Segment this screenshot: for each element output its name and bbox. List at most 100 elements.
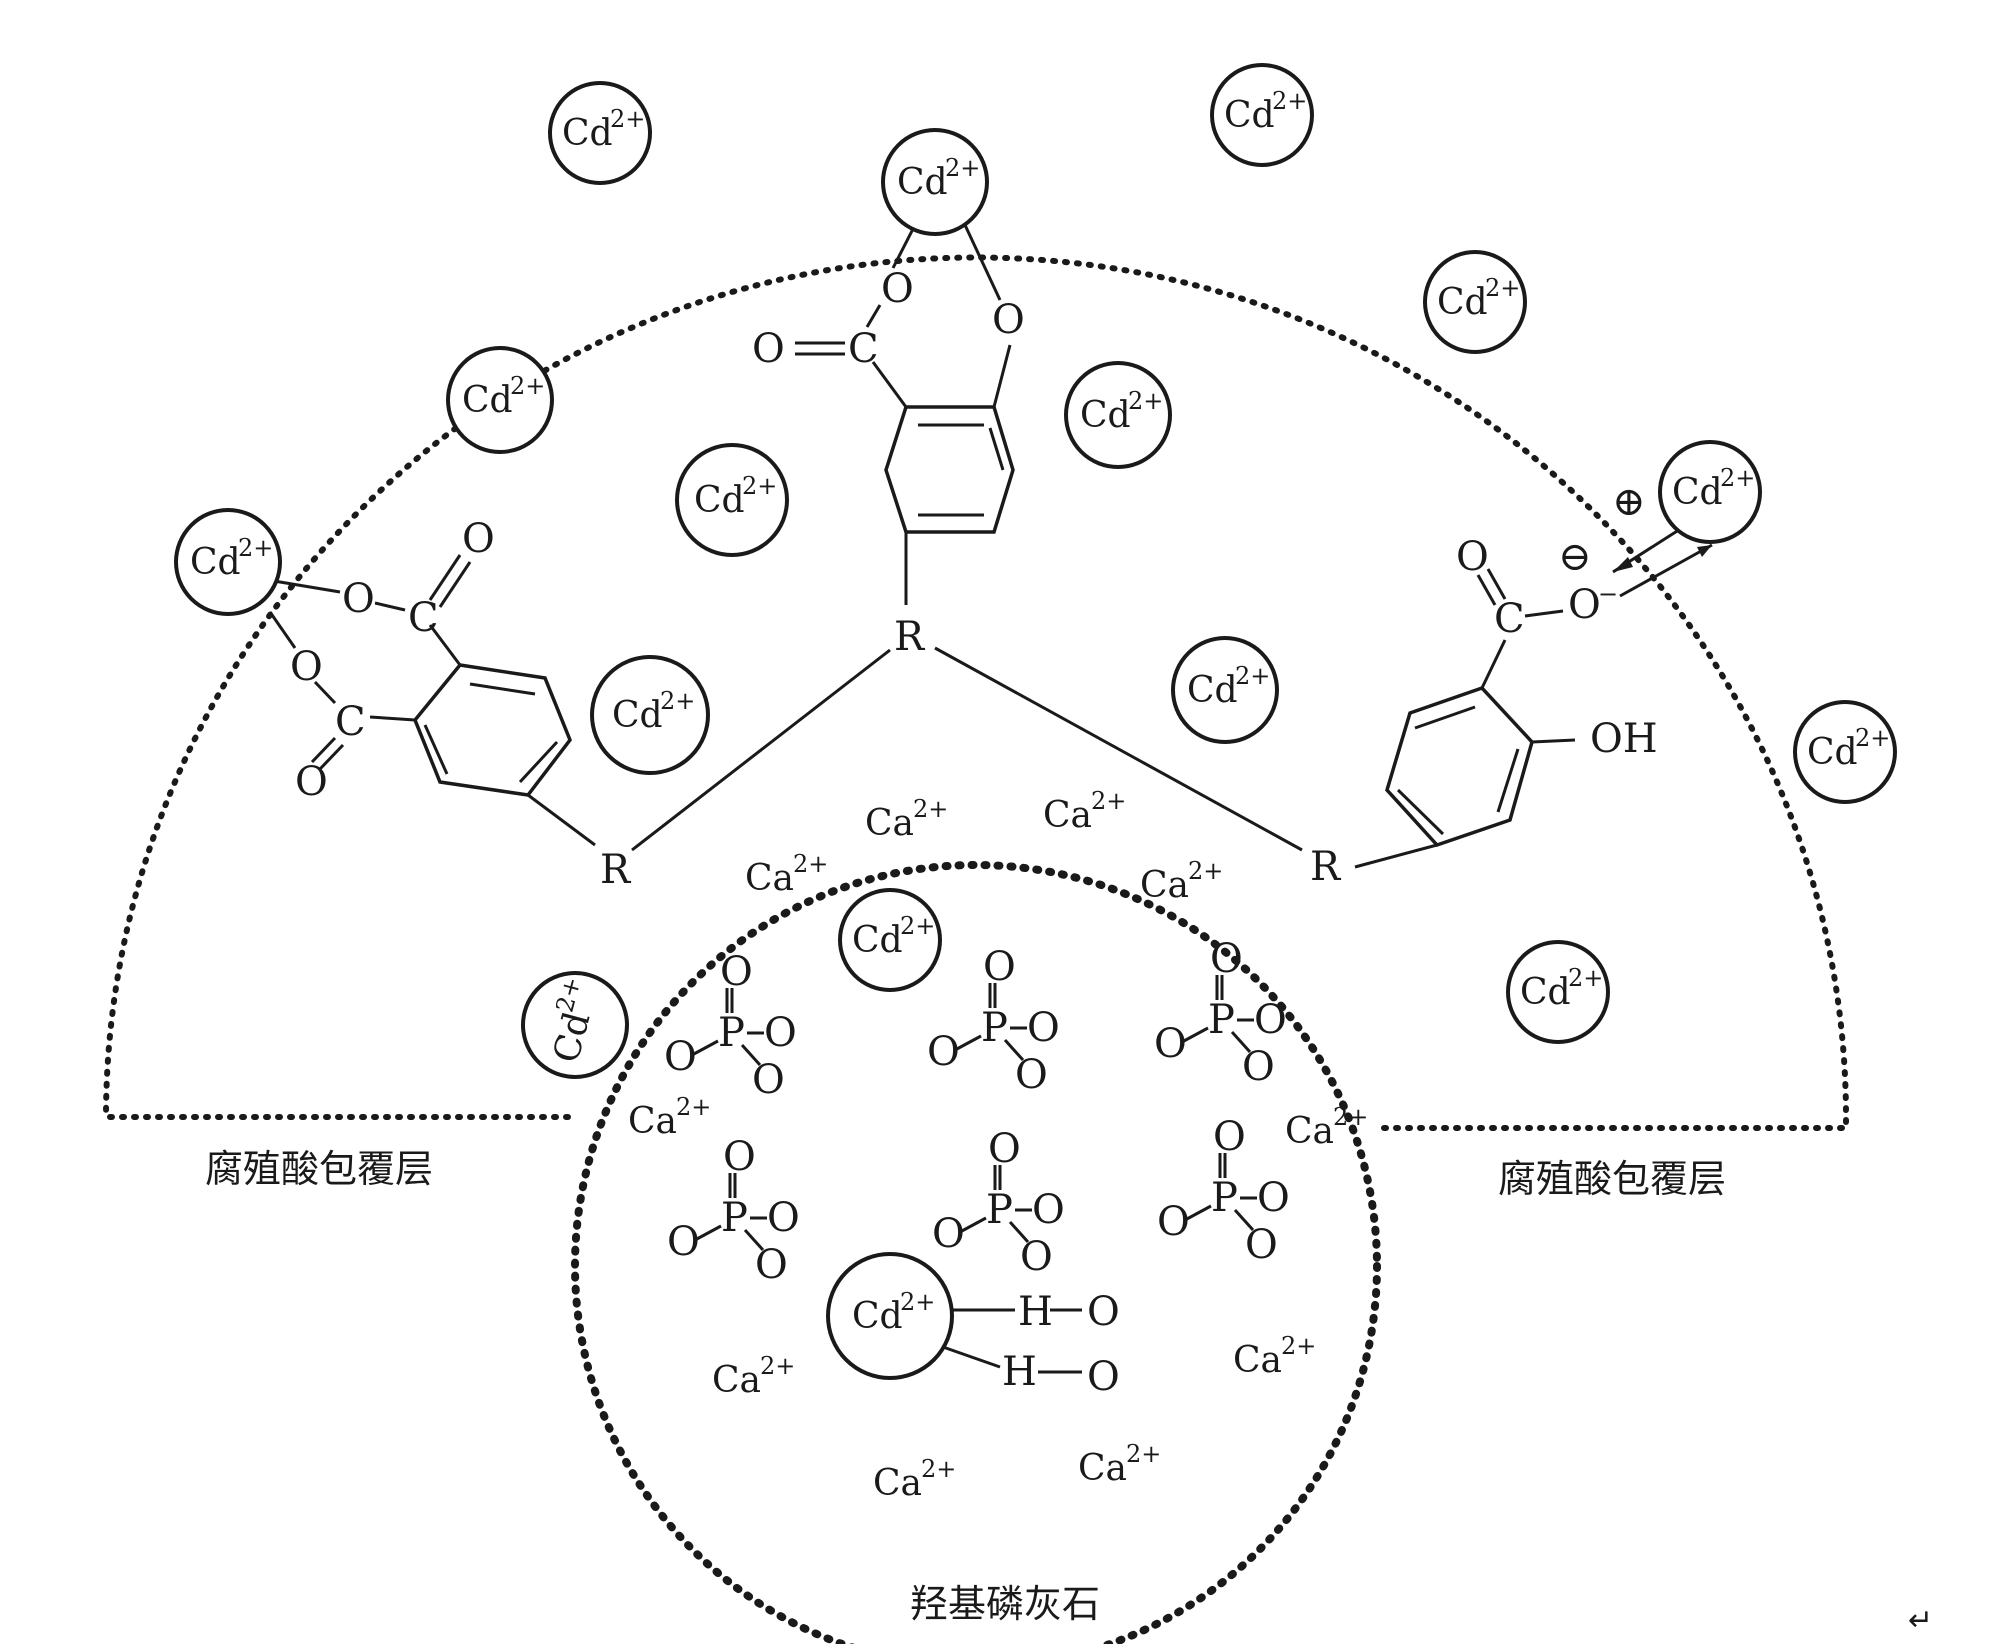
cd-ion-circle bbox=[1210, 63, 1314, 167]
return-mark: ↵ bbox=[1908, 1603, 1933, 1638]
humic-acid-coating-boundary bbox=[103, 254, 1849, 1131]
atom-o: O bbox=[667, 1219, 700, 1265]
ca-ion-charge: 2+ bbox=[676, 1093, 711, 1121]
atom-o: O bbox=[881, 266, 914, 312]
cd-ion: Cd2+ bbox=[1658, 440, 1762, 544]
ca-ion-charge: 2+ bbox=[760, 1352, 795, 1380]
cd-ion: Cd2+ bbox=[1423, 250, 1527, 354]
atom-o: O bbox=[992, 297, 1025, 343]
atom-o: O bbox=[342, 576, 375, 622]
atom-c: C bbox=[848, 326, 879, 372]
caption-humic-coating-right: 腐殖酸包覆层 bbox=[1498, 1157, 1726, 1201]
cd-ion-circle bbox=[1506, 940, 1610, 1044]
r-bond-left bbox=[631, 648, 891, 852]
atom-o: O bbox=[1456, 534, 1489, 580]
cd-ion: Cd2+ bbox=[1064, 361, 1172, 469]
cd-ion: Cd2+ bbox=[1210, 63, 1314, 167]
cd-ion: Cd2+ bbox=[1793, 700, 1897, 804]
cd-ion: Cd2+ bbox=[838, 888, 942, 992]
negative-charge-symbol: ⊖ bbox=[1558, 534, 1592, 580]
atom-r-central: R bbox=[894, 614, 926, 660]
caption-hydroxyapatite: 羟基磷灰石 bbox=[910, 1582, 1100, 1626]
atom-o: O bbox=[752, 326, 785, 372]
right-salicylate-group bbox=[1354, 524, 1713, 869]
ca-ion-charge: 2+ bbox=[1333, 1103, 1368, 1131]
ca-ions: Ca2+Ca2+Ca2+Ca2+Ca2+Ca2+Ca2+Ca2+Ca2+Ca2+ bbox=[628, 787, 1368, 1504]
atom-o: O bbox=[1245, 1222, 1278, 1268]
atom-o: O bbox=[927, 1029, 960, 1075]
cd-ion-label: Cd bbox=[897, 162, 948, 203]
cd-ion-charge: 2+ bbox=[1720, 464, 1755, 492]
cd-ion-charge: 2+ bbox=[1235, 662, 1270, 690]
atom-p: P bbox=[718, 1010, 745, 1056]
cd-ion-label: Cd bbox=[1224, 95, 1275, 136]
cd-ion-charge: 2+ bbox=[900, 1288, 935, 1316]
atom-o: O bbox=[755, 1242, 788, 1288]
atom-o: O bbox=[290, 644, 323, 690]
ca-ion-label: Ca bbox=[1043, 795, 1092, 836]
cd-ion-charge: 2+ bbox=[238, 534, 273, 562]
cd-ion: Cd2+ bbox=[826, 1252, 954, 1380]
atom-o: O bbox=[1242, 1044, 1275, 1090]
cd-ion-charge: 2+ bbox=[1485, 274, 1520, 302]
cd-ion-charge: 2+ bbox=[900, 912, 935, 940]
atom-o: O bbox=[1027, 1005, 1060, 1051]
cd-ion-circle bbox=[881, 128, 989, 236]
atom-o: O bbox=[1154, 1021, 1187, 1067]
atom-o: O bbox=[1213, 1114, 1246, 1160]
ca-ion: Ca2+ bbox=[1140, 857, 1223, 906]
ca-ion-label: Ca bbox=[1078, 1448, 1127, 1489]
ca-ion: Ca2+ bbox=[712, 1352, 795, 1401]
atom-o: O bbox=[1087, 1354, 1120, 1400]
cd-ion-label: Cd bbox=[462, 380, 513, 421]
atom-o: O bbox=[1015, 1052, 1048, 1098]
cd-ion-circle bbox=[521, 971, 629, 1079]
cd-ion-charge: 2+ bbox=[1855, 724, 1890, 752]
atom-o: O bbox=[723, 1134, 756, 1180]
cd-ion: Cd2+ bbox=[174, 508, 282, 616]
atom-o: O bbox=[1032, 1187, 1065, 1233]
atom-o: O bbox=[752, 1057, 785, 1103]
cd-ion-charge: 2+ bbox=[610, 105, 645, 133]
ca-ion-charge: 2+ bbox=[921, 1455, 956, 1483]
cd-ion-charge: 2+ bbox=[742, 472, 777, 500]
atom-o: O bbox=[462, 516, 495, 562]
atom-p: P bbox=[986, 1187, 1013, 1233]
hydroxyapatite-core-boundary bbox=[571, 861, 1381, 1644]
atom-o: O bbox=[1087, 1289, 1120, 1335]
cd-ion-label: Cd bbox=[1520, 972, 1571, 1013]
ca-ion: Ca2+ bbox=[1078, 1440, 1161, 1489]
ca-ion-charge: 2+ bbox=[1188, 857, 1223, 885]
central-carboxyl-group bbox=[795, 224, 1015, 605]
cd-ion-charge: 2+ bbox=[1568, 964, 1603, 992]
atom-o: O bbox=[983, 944, 1016, 990]
caption-humic-coating-left: 腐殖酸包覆层 bbox=[205, 1147, 433, 1191]
atom-h: H bbox=[1002, 1349, 1037, 1395]
cd-ion-circle bbox=[548, 81, 652, 185]
atom-o: O bbox=[764, 1010, 797, 1056]
atom-oh: OH bbox=[1590, 716, 1658, 762]
atom-o: O bbox=[1020, 1234, 1053, 1280]
cd-ion-circle bbox=[826, 1252, 954, 1380]
atom-o: O bbox=[767, 1195, 800, 1241]
cd-ion-charge: 2+ bbox=[660, 687, 695, 715]
cd-ion-circle bbox=[1658, 440, 1762, 544]
cd-ion-label: Cd bbox=[1807, 732, 1858, 773]
cd-ion: Cd2+ bbox=[548, 81, 652, 185]
atom-p: P bbox=[1208, 997, 1235, 1043]
ca-ion-charge: 2+ bbox=[1126, 1440, 1161, 1468]
cd-ion-label: Cd bbox=[612, 695, 663, 736]
ca-ion-label: Ca bbox=[712, 1360, 761, 1401]
cd-ion: Cd2+ bbox=[521, 971, 629, 1079]
cd-ion-label: Cd bbox=[852, 920, 903, 961]
cd-ion-label: Cd bbox=[190, 542, 241, 583]
atom-o-minus: O bbox=[1568, 582, 1601, 628]
r-bond-right bbox=[934, 646, 1303, 852]
ca-ion-label: Ca bbox=[865, 803, 914, 844]
ca-ion: Ca2+ bbox=[1043, 787, 1126, 836]
